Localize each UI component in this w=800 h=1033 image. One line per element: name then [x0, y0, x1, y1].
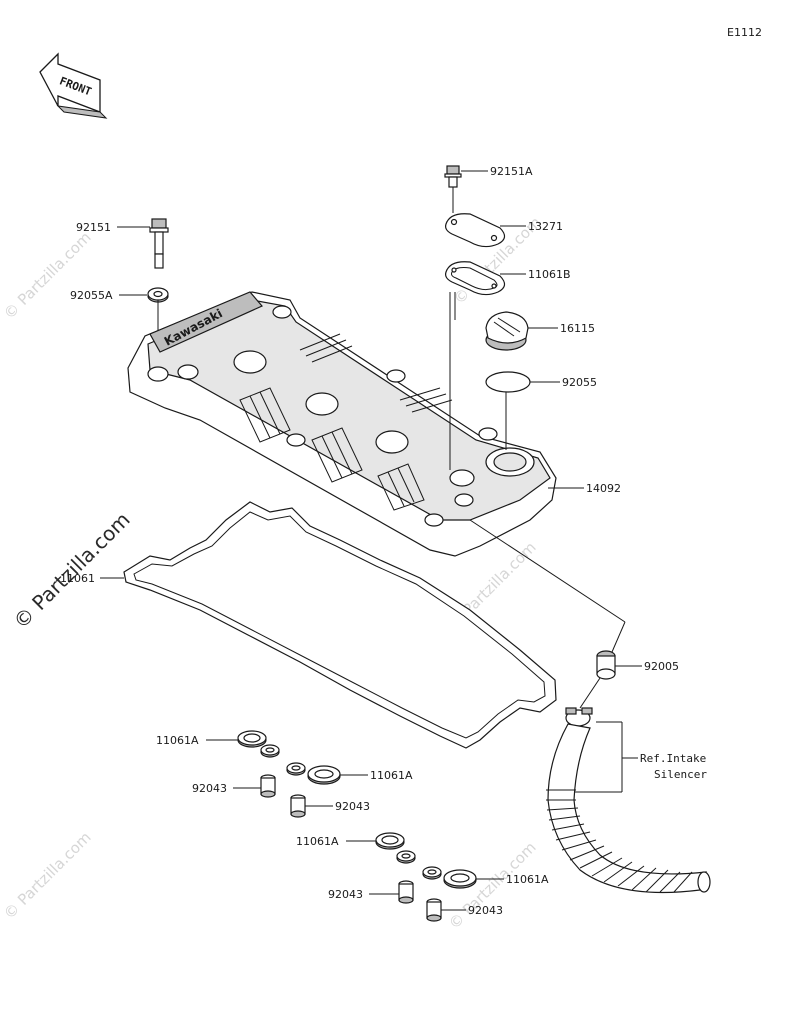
washer-small-4	[422, 866, 442, 880]
part-label-11061A: 11061A	[506, 873, 549, 886]
oil-filler-cap-16115	[485, 311, 529, 351]
part-label-11061A: 11061A	[370, 769, 413, 782]
collar-92043-2	[290, 794, 306, 818]
part-label-92043: 92043	[192, 782, 227, 795]
seal-11061A-2	[307, 765, 341, 785]
seal-11061A-3	[375, 832, 405, 850]
watermark: © Partzilla.com	[0, 828, 95, 923]
seal-11061A-4	[443, 869, 477, 889]
part-label-14092: 14092	[586, 482, 621, 495]
o-ring-92055	[485, 371, 531, 393]
watermark-main: © Partzilla.com	[9, 507, 135, 633]
part-label-92151: 92151	[76, 221, 111, 234]
part-label-13271: 13271	[528, 220, 563, 233]
ref-note-line1: Ref.Intake	[640, 752, 706, 765]
washer-92055A	[147, 287, 169, 303]
gasket-11061	[123, 501, 557, 749]
collar-92043-3	[398, 880, 414, 904]
ref-bracket	[574, 721, 638, 793]
part-label-11061A: 11061A	[156, 734, 199, 747]
part-label-92005: 92005	[644, 660, 679, 673]
gasket-11061B	[445, 261, 506, 296]
part-label-16115: 16115	[560, 322, 595, 335]
cover-plate-13271	[445, 213, 506, 248]
washer-small-2	[286, 762, 306, 776]
diagram-code: E1112	[727, 26, 762, 39]
part-label-92043: 92043	[468, 904, 503, 917]
part-label-11061A: 11061A	[296, 835, 339, 848]
collar-92043-1	[260, 774, 276, 798]
washer-small-1	[260, 744, 280, 758]
part-label-92043: 92043	[335, 800, 370, 813]
bolt-92151A	[444, 165, 462, 188]
part-label-11061: 11061	[60, 572, 95, 585]
washer-small-3	[396, 850, 416, 864]
ref-note-line2: Silencer	[654, 768, 707, 781]
fitting-92005	[596, 650, 616, 680]
bolt-92151	[149, 218, 169, 269]
part-label-92055A: 92055A	[70, 289, 113, 302]
breather-hose	[546, 723, 711, 894]
collar-92043-4	[426, 898, 442, 922]
seal-11061A-1	[237, 730, 267, 748]
part-label-92043: 92043	[328, 888, 363, 901]
watermark: © Partzilla.com	[0, 228, 95, 323]
part-label-92055: 92055	[562, 376, 597, 389]
part-label-11061B: 11061B	[528, 268, 571, 281]
hose-clamp-icon	[565, 707, 593, 727]
front-arrow-icon: FRONT	[39, 52, 108, 119]
part-label-92151A: 92151A	[490, 165, 533, 178]
